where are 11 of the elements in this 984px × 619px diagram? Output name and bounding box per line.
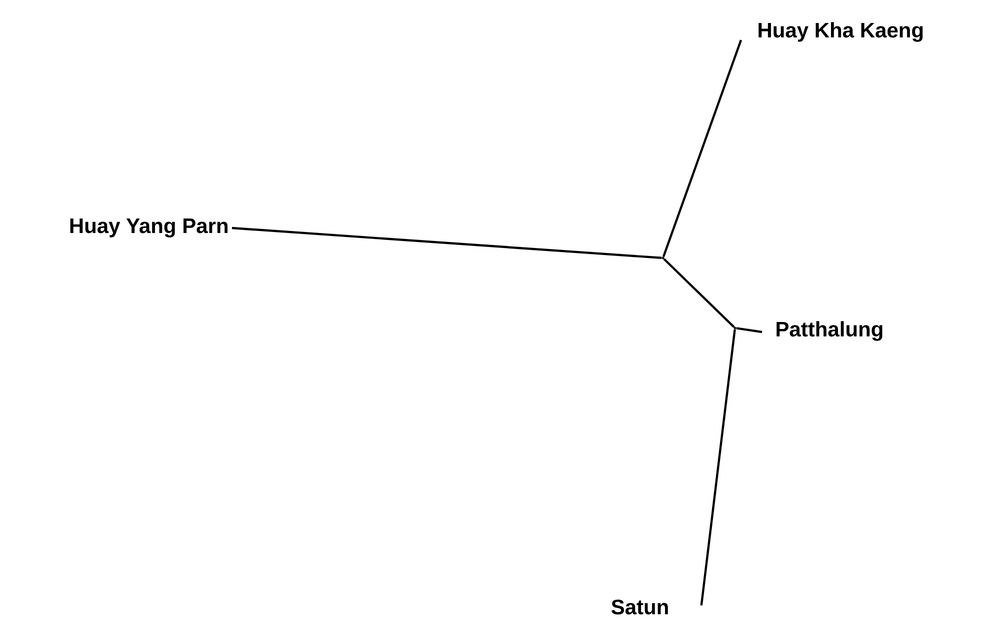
taxon-label: Satun xyxy=(611,600,668,614)
tree-branch xyxy=(662,40,742,258)
tree-branch xyxy=(663,258,735,328)
taxon-label: Huay Yang Parn xyxy=(70,218,228,238)
tree-branch xyxy=(736,327,762,334)
tree-branch xyxy=(700,329,736,606)
branch-point xyxy=(734,326,736,330)
taxon-label: Huay Kha Kaeng xyxy=(758,22,923,42)
taxon-label: Patthalung xyxy=(776,321,882,341)
tree-branch xyxy=(232,226,662,259)
branch-point xyxy=(662,256,664,260)
